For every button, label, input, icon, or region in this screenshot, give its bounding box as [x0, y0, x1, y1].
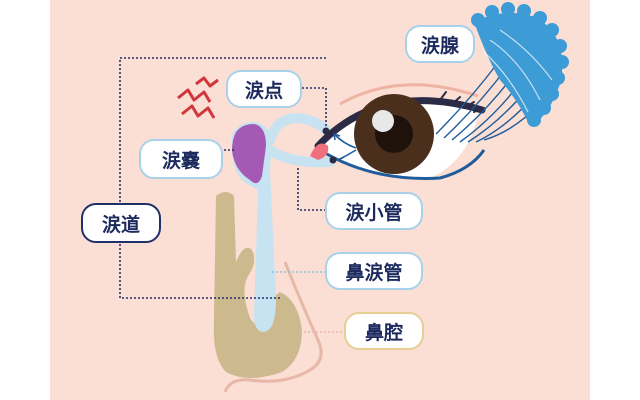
lacrimal-gland-shape — [471, 2, 569, 127]
lacrimal-sac-shape — [232, 124, 266, 184]
label-nasal-cavity: 鼻腔 — [344, 312, 424, 350]
punctum-leader — [302, 87, 327, 128]
eyelashes — [439, 91, 485, 113]
tear-flow-arrows — [333, 133, 357, 164]
canaliculus-leader — [297, 168, 326, 211]
nasal-cavity-shape — [213, 192, 302, 378]
nose-outline — [223, 261, 323, 393]
label-lacrimal-sac: 涙嚢 — [139, 139, 223, 179]
upper-punctum — [322, 127, 330, 135]
upper-canaliculus — [265, 112, 331, 145]
passage-bracket — [119, 57, 326, 299]
gland-duct-lines — [483, 29, 553, 113]
pain-mark-icon — [177, 76, 219, 119]
eyelid-crease — [339, 83, 479, 106]
caruncle — [310, 143, 329, 160]
leader-lines — [119, 57, 344, 333]
label-lacrimal-gland: 涙腺 — [405, 25, 475, 63]
label-nasolacrimal-duct: 鼻涙管 — [325, 252, 423, 290]
nasolacrimal-duct — [231, 122, 276, 332]
label-lacrimal-passage: 涙道 — [81, 203, 161, 243]
label-lacrimal-punctum: 涙点 — [226, 70, 302, 108]
lower-eyelid-line — [319, 148, 486, 180]
label-lacrimal-canaliculus: 涙小管 — [325, 192, 423, 230]
eye-highlight — [372, 110, 394, 132]
lower-punctum — [329, 156, 337, 164]
lower-canaliculus — [265, 145, 335, 168]
